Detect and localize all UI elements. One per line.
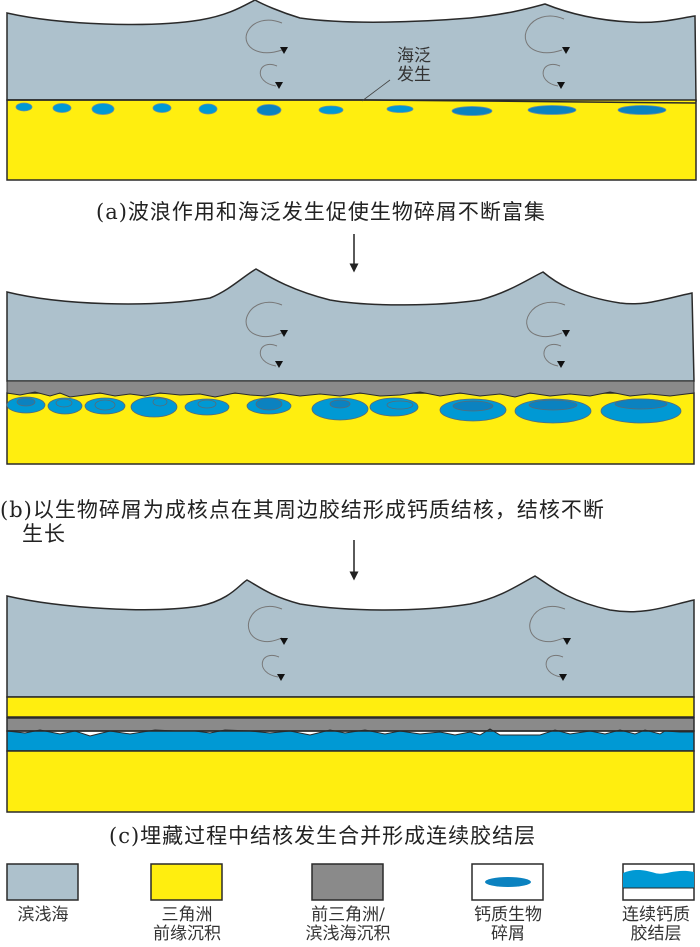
panel-a-delta-front xyxy=(6,99,697,181)
panel-c-wave-swirls xyxy=(247,606,566,678)
panel-b-nodules xyxy=(6,396,682,424)
bioclast-swatch-icon xyxy=(471,863,544,901)
transgression-label: 海泛 发生 xyxy=(397,46,431,85)
caption-b-line1: (b)以生物碎屑为成核点在其周边胶结形成钙质结核，结核不断 xyxy=(0,498,605,522)
panel-b-prodelta-base xyxy=(6,380,695,398)
panel-c-sea xyxy=(6,575,695,698)
transgression-leader-line xyxy=(361,79,391,102)
legend-label-bioclast: 钙质生物 碎屑 xyxy=(474,905,542,944)
legend-label-cemented-layer: 连续钙质 胶结层 xyxy=(622,905,690,944)
panel-a-wave-swirls xyxy=(245,15,565,87)
panel-b-sea xyxy=(6,268,695,382)
panel-a-swirl-arrowheads xyxy=(275,47,570,89)
panel-c xyxy=(6,575,695,813)
panel-c-upper-delta-front xyxy=(6,696,695,718)
legend-label-sea: 滨浅海 xyxy=(17,905,69,925)
caption-a: (a)波浪作用和海泛发生促使生物碎屑不断富集 xyxy=(96,200,546,224)
panel-a-sea xyxy=(6,0,697,102)
panel-b-swirl-arrowheads xyxy=(275,330,570,368)
panel-c-prodelta xyxy=(6,717,695,732)
legend-swatches xyxy=(6,863,695,901)
legend-label-prodelta: 前三角洲/ 滨浅海沉积 xyxy=(305,905,391,944)
legend-label-delta-front: 三角洲 前缘沉积 xyxy=(153,905,221,944)
panel-c-swirl-arrowheads xyxy=(277,638,571,681)
caption-c: (c)埋藏过程中结核发生合并形成连续胶结层 xyxy=(109,824,537,848)
panel-c-lower-delta-front xyxy=(6,750,695,813)
delta-front-swatch-icon xyxy=(150,863,223,901)
panel-a xyxy=(6,0,697,181)
panel-b-wave-swirls xyxy=(245,301,566,367)
panel-b xyxy=(6,268,695,465)
sea-swatch-icon xyxy=(6,863,79,901)
panel-c-cemented-layer xyxy=(6,728,695,752)
cemented-layer-swatch-icon xyxy=(622,863,695,901)
caption-b-line2: 生长 xyxy=(22,522,66,546)
prodelta-swatch-icon xyxy=(311,863,384,901)
panel-a-bioclasts xyxy=(15,102,667,116)
